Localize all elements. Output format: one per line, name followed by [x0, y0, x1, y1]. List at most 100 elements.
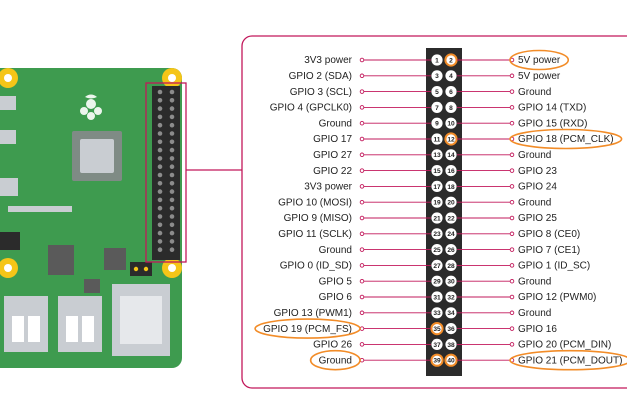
- pin-number: 38: [447, 342, 455, 349]
- usb-port-slot: [82, 316, 94, 342]
- pin-27: [431, 259, 443, 271]
- board-pin: [157, 164, 163, 169]
- pin-29: [431, 275, 443, 287]
- pin-label: GPIO 24: [518, 182, 557, 193]
- pin-39: [430, 353, 444, 367]
- pin-number: 31: [433, 294, 441, 301]
- board-pin: [157, 98, 163, 103]
- pin-connector-dot: [359, 89, 365, 94]
- pin-connector-dot: [509, 294, 515, 300]
- board-pin: [157, 172, 163, 178]
- board-pin: [169, 230, 175, 236]
- board-pin: [169, 189, 175, 194]
- pin-number: 18: [447, 184, 455, 191]
- board-pin: [157, 114, 163, 120]
- pin-label: GPIO 18 (PCM_CLK): [518, 134, 614, 145]
- pin-label: GPIO 15 (RXD): [518, 118, 587, 129]
- pin-label: GPIO 19 (PCM_FS): [263, 324, 352, 335]
- pin-number: 5: [435, 89, 439, 96]
- pin-30: [445, 275, 457, 287]
- pin-number: 24: [447, 231, 455, 238]
- micro-hdmi-port: [0, 232, 20, 250]
- pin-label: GPIO 22: [313, 166, 352, 177]
- pin-20: [445, 196, 457, 208]
- board-pin: [157, 131, 163, 136]
- small-chip: [84, 279, 100, 293]
- pin-number: 20: [447, 200, 455, 207]
- pin-connector-dot: [359, 231, 365, 237]
- pin-number: 35: [433, 326, 441, 333]
- raspberry-pi-board: [0, 68, 187, 368]
- pin-connector-dot: [509, 231, 515, 237]
- mount-hole-icon: [4, 74, 12, 82]
- pin-6: [445, 86, 457, 98]
- board-pin: [157, 106, 163, 111]
- pin-number: 2: [449, 57, 453, 64]
- pin-number: 36: [447, 326, 455, 333]
- pin-label: Ground: [319, 245, 352, 256]
- pin-connector-dot: [509, 152, 515, 158]
- pin-connector-dot: [359, 263, 365, 268]
- pin-number: 12: [447, 136, 455, 143]
- pin-number: 30: [447, 279, 455, 286]
- pin-label: GPIO 9 (MISO): [284, 213, 352, 224]
- board-pin: [169, 222, 175, 228]
- ram-chip: [48, 245, 74, 275]
- pin-number: 15: [433, 168, 441, 175]
- pin-label: Ground: [319, 355, 352, 366]
- pin-37: [431, 338, 443, 350]
- board-pin: [169, 247, 175, 252]
- pin-12: [444, 132, 458, 146]
- pin-label: GPIO 5: [319, 276, 353, 287]
- pin-7: [431, 101, 443, 113]
- pin-label: 3V3 power: [304, 55, 352, 66]
- pin-label: GPIO 25: [518, 213, 557, 224]
- pin-25: [431, 244, 443, 256]
- pin-number: 22: [447, 215, 455, 222]
- usb-port: [4, 296, 48, 352]
- pin-label: Ground: [518, 276, 551, 287]
- pin-connector-dot: [359, 247, 365, 252]
- pin-label: Ground: [319, 118, 352, 129]
- pin-number: 10: [447, 121, 455, 128]
- pin-23: [431, 228, 443, 240]
- pin-connector-dot: [359, 57, 365, 63]
- pin-number: 32: [447, 294, 455, 301]
- board-pin: [169, 205, 175, 211]
- pin-connector-dot: [509, 326, 515, 331]
- pin-4: [445, 70, 457, 82]
- board-pin: [157, 189, 163, 194]
- board-pin: [169, 98, 175, 103]
- pin-28: [445, 259, 457, 271]
- pin-17: [431, 180, 443, 192]
- poe-header: [130, 262, 152, 276]
- pin-highlight-ring: [254, 318, 361, 339]
- pin-connector-dot: [359, 136, 365, 142]
- pin-number: 17: [433, 184, 441, 191]
- usb-port-slot: [12, 316, 24, 342]
- pin-24: [445, 228, 457, 240]
- pin-connector-dot: [509, 263, 515, 268]
- board-pin: [157, 139, 163, 145]
- pin-connector-dot: [509, 184, 515, 189]
- pin-40: [444, 353, 458, 367]
- pin-number: 7: [435, 105, 439, 112]
- pin-label: GPIO 11 (SCLK): [278, 229, 352, 240]
- pin-number: 13: [433, 152, 441, 159]
- micro-hdmi-port: [0, 178, 18, 196]
- pin-label: GPIO 0 (ID_SD): [280, 261, 352, 272]
- pin-label: GPIO 14 (TXD): [518, 103, 586, 114]
- pin-number: 11: [434, 136, 441, 143]
- board-pin: [169, 214, 175, 219]
- pin-label: GPIO 27: [313, 150, 352, 161]
- pin-number: 21: [433, 215, 441, 222]
- pin-label: 5V power: [518, 71, 561, 82]
- pin-number: 8: [449, 105, 453, 112]
- pin-connector-dot: [509, 89, 515, 94]
- board-pin: [169, 156, 175, 161]
- pin-number: 37: [433, 342, 441, 349]
- pin-16: [445, 165, 457, 177]
- pin-connector-dot: [359, 342, 365, 347]
